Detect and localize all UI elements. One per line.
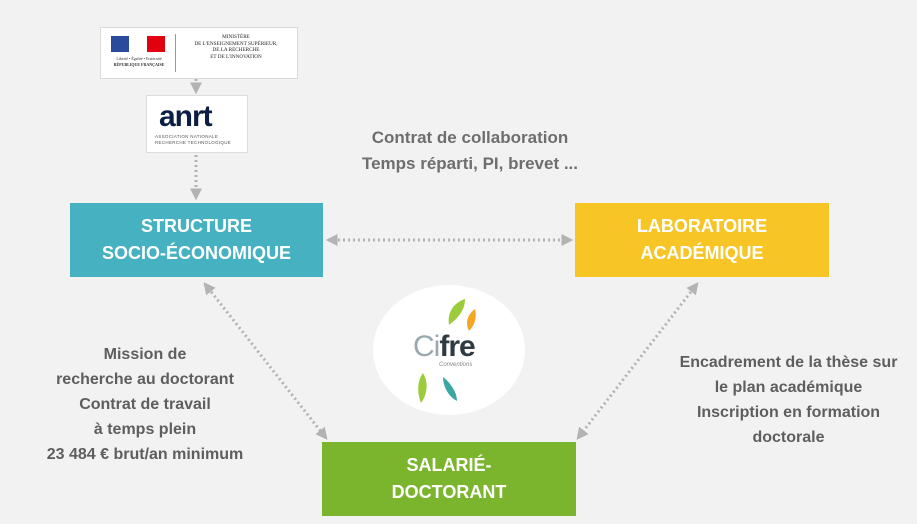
laboratoire-academique-box: LABORATOIRE ACADÉMIQUE xyxy=(575,203,829,277)
mission-line: Contrat de travail xyxy=(79,396,211,413)
cifre-leaves-icon xyxy=(418,299,476,403)
ministry-divider xyxy=(175,34,176,72)
ministry-line: DE LA RECHERCHE xyxy=(212,47,260,54)
salarie-line: SALARIÉ- xyxy=(406,455,492,475)
anrt-logo: anrt ASSOCIATION NATIONALE RECHERCHE TEC… xyxy=(146,95,248,153)
cifre-leaf-lime xyxy=(418,373,427,403)
structure-line: SOCIO-ÉCONOMIQUE xyxy=(101,243,291,263)
mission-line: recherche au doctorant xyxy=(56,371,234,388)
mission-label: Mission de recherche au doctorant Contra… xyxy=(10,342,280,467)
laboratoire-line: LABORATOIRE xyxy=(636,216,768,236)
french-flag-icon xyxy=(111,36,165,52)
ministry-line: MINISTÈRE xyxy=(222,34,250,40)
cifre-leaf-orange xyxy=(467,309,476,331)
anrt-wordmark: anrt xyxy=(159,100,213,133)
encadrement-line: le plan académique xyxy=(714,379,863,396)
laboratoire-line: ACADÉMIQUE xyxy=(640,243,764,263)
structure-line: STRUCTURE xyxy=(140,216,252,236)
republic-motto: Liberté • Égalité • Fraternité xyxy=(116,56,162,61)
cifre-word-bold: fre xyxy=(439,330,475,363)
mission-line: à temps plein xyxy=(93,421,197,438)
collaboration-line: Contrat de collaboration xyxy=(371,128,569,147)
anrt-subtitle: ASSOCIATION NATIONALE RECHERCHE TECHNOLO… xyxy=(155,134,239,145)
ministry-line: ET DE L'INNOVATION xyxy=(210,53,262,60)
encadrement-line: Encadrement de la thèse sur xyxy=(679,354,898,371)
mission-line: 23 484 € brut/an minimum xyxy=(46,446,244,463)
collaboration-label: Contrat de collaboration Temps réparti, … xyxy=(320,125,620,177)
anrt-subtitle-line: RECHERCHE TECHNOLOGIQUE xyxy=(155,139,232,145)
salarie-line: DOCTORANT xyxy=(391,482,507,502)
encadrement-label: Encadrement de la thèse sur le plan acad… xyxy=(660,350,917,450)
ministry-line: DE L'ENSEIGNEMENT SUPÉRIEUR, xyxy=(194,40,278,47)
ministry-name: MINISTÈRE DE L'ENSEIGNEMENT SUPÉRIEUR, D… xyxy=(181,34,291,60)
ministry-logo: Liberté • Égalité • Fraternité RÉPUBLIQU… xyxy=(100,27,298,79)
mission-line: Mission de xyxy=(103,346,187,363)
cifre-leaf-green xyxy=(448,299,465,325)
cifre-wordmark: Cifre xyxy=(413,330,476,364)
cifre-logo: Cifre Conventions xyxy=(373,285,525,415)
cifre-subtitle: Conventions xyxy=(439,362,473,368)
encadrement-line: doctorale xyxy=(752,429,825,446)
anrt-subtitle-line: ASSOCIATION NATIONALE xyxy=(155,134,219,139)
collaboration-line: Temps réparti, PI, brevet ... xyxy=(361,154,579,173)
cifre-leaf-teal xyxy=(443,377,457,401)
republic-name: RÉPUBLIQUE FRANÇAISE xyxy=(113,62,165,67)
encadrement-line: Inscription en formation xyxy=(696,404,881,421)
cifre-word-light: Ci xyxy=(413,330,440,363)
structure-socio-economique-box: STRUCTURE SOCIO-ÉCONOMIQUE xyxy=(70,203,323,277)
salarie-doctorant-box: SALARIÉ- DOCTORANT xyxy=(322,442,576,516)
